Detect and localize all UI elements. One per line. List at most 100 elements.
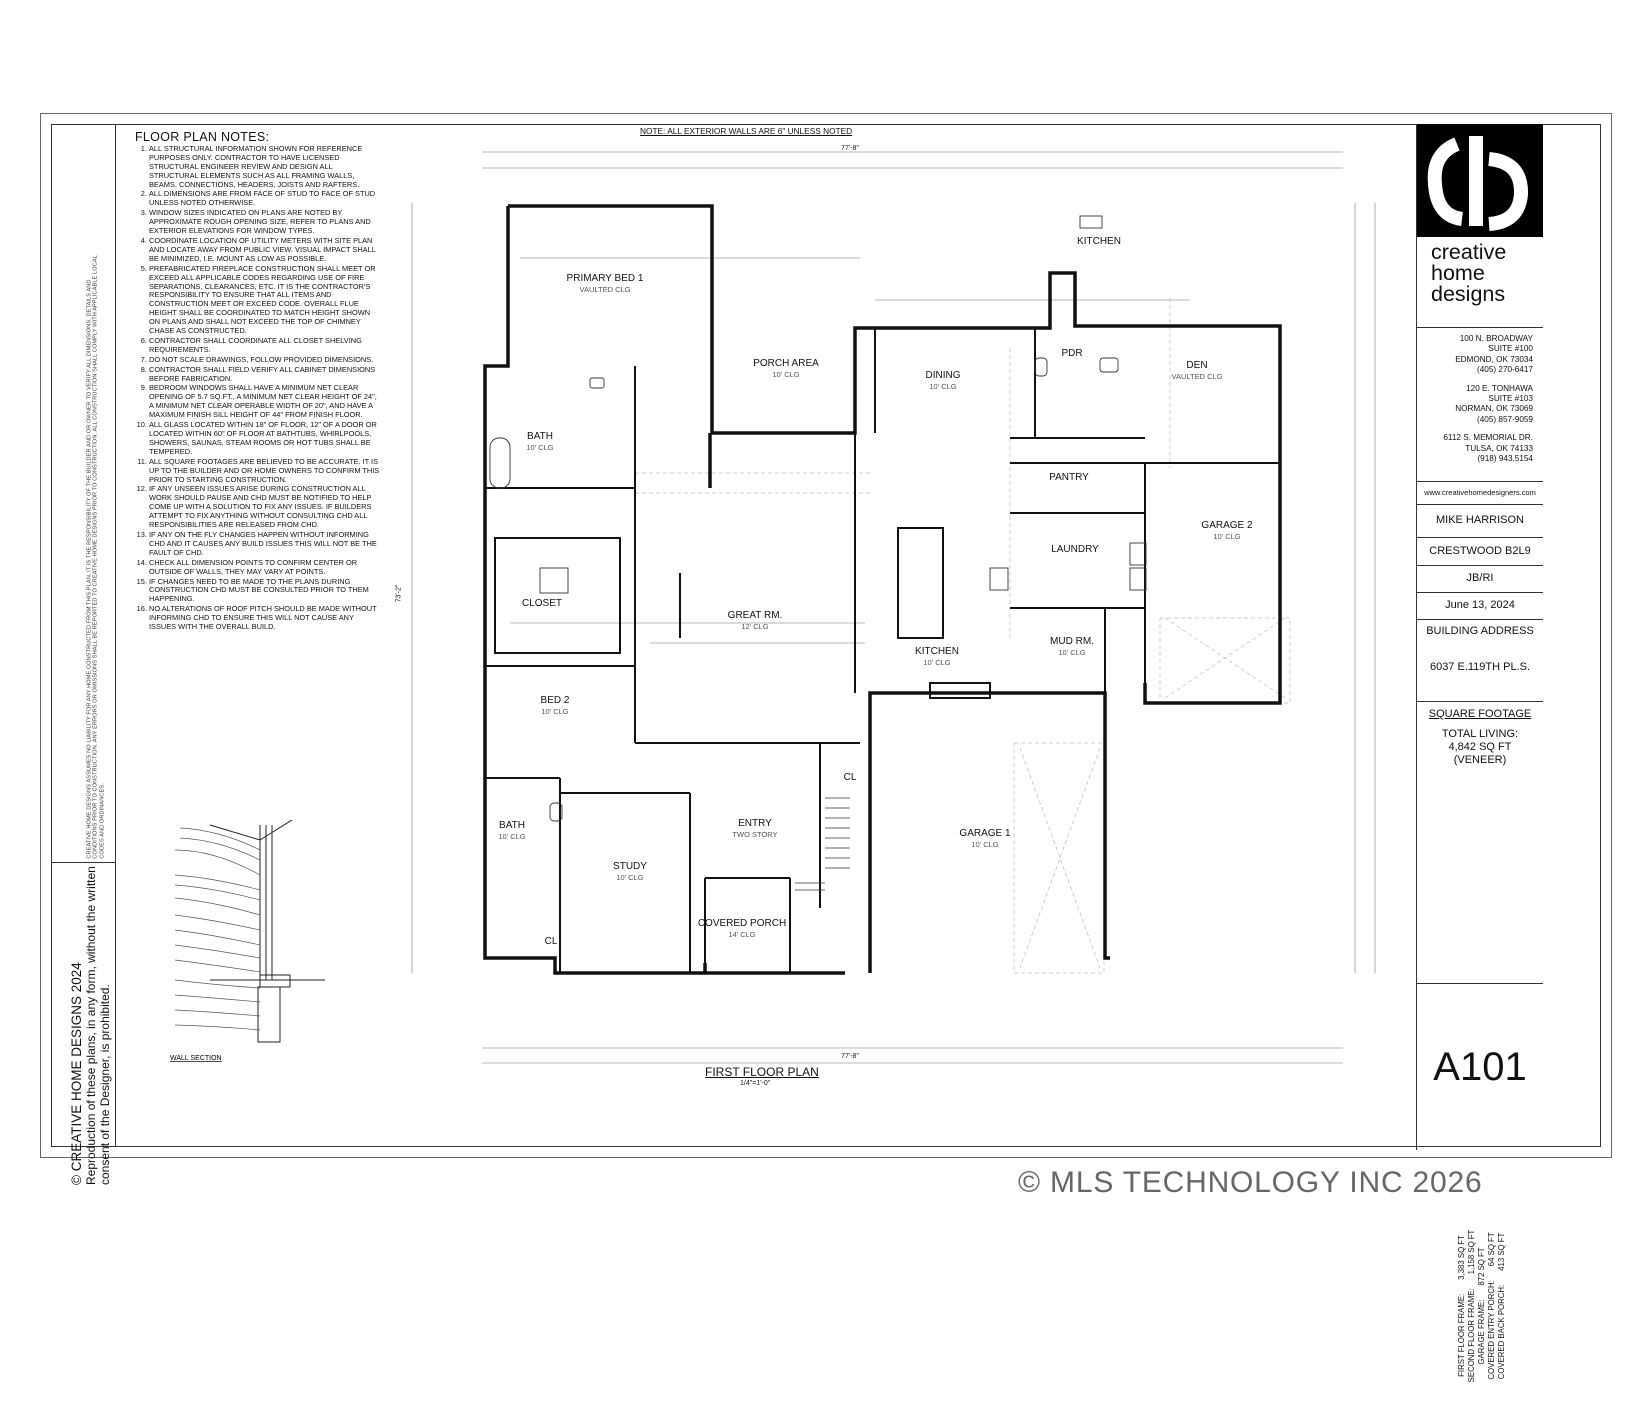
floor-plan-notes: FLOOR PLAN NOTES: All structural informa…	[135, 131, 380, 633]
overall-width-dim-bottom: 77'-8"	[841, 1053, 859, 1060]
company-name-line: creative	[1431, 240, 1507, 264]
ceiling-lines	[635, 298, 1291, 974]
office-address-line: (918) 943.5154	[1477, 454, 1533, 464]
exterior-walls-note: NOTE: ALL EXTERIOR WALLS ARE 6" UNLESS N…	[640, 126, 853, 136]
room-ceiling: TWO STORY	[732, 830, 778, 839]
room-name: BATH	[527, 431, 553, 442]
note-item: Do not scale drawings, follow provided d…	[149, 355, 380, 365]
stairs	[795, 797, 850, 891]
square-footage-cell: SQUARE FOOTAGE TOTAL LIVING: 4,842 SQ FT…	[1417, 701, 1543, 1382]
room-ceiling: 10' CLG	[772, 370, 800, 379]
sqft-label: GARAGE FRAME:	[1477, 1299, 1486, 1365]
sqft-label: COVERED BACK PORCH:	[1497, 1284, 1506, 1380]
room-name: PDR	[1061, 348, 1083, 359]
fixtures	[489, 215, 1147, 822]
room-label: GREAT RM.12' CLG	[728, 610, 783, 632]
overall-width-dim: 77'-8"	[841, 145, 859, 152]
office-address: 6112 S. MEMORIAL DR.TULSA, OK 74133(918)…	[1417, 433, 1533, 464]
room-name: GARAGE 1	[959, 828, 1011, 839]
room-name: DINING	[925, 370, 961, 381]
mls-watermark: © MLS TECHNOLOGY INC 2026	[1018, 1166, 1483, 1199]
room-name: BATH	[499, 820, 525, 831]
reproduction-text: Reproduction of these plans, in any form…	[84, 866, 112, 1185]
room-ceiling: 12' CLG	[741, 622, 769, 631]
building-address: 6037 E.119TH PL.S.	[1429, 661, 1531, 673]
room-ceiling: 10' CLG	[929, 382, 957, 391]
sqft-row: COVERED BACK PORCH:413 SQ FT	[1497, 1206, 1507, 1406]
sqft-label: COVERED ENTRY PORCH:	[1487, 1280, 1496, 1380]
sheet-number-cell: A101	[1417, 983, 1543, 1148]
room-name: CL	[843, 772, 857, 783]
room-ceiling: 10' CLG	[616, 873, 644, 882]
room-ceiling: 10' CLG	[923, 658, 951, 667]
note-item: All glass located within 18" of floor, 1…	[149, 420, 380, 457]
client-name: MIKE HARRISON	[1417, 504, 1543, 538]
note-item: If any on the fly changes happen without…	[149, 530, 380, 558]
office-address-line: EDMOND, OK 73034	[1455, 354, 1533, 364]
room-label: CL	[844, 772, 857, 783]
office-address-line: SUITE #103	[1488, 394, 1533, 404]
note-item: If changes need to be made to the plans …	[149, 577, 380, 605]
room-name: GREAT RM.	[727, 610, 783, 621]
room-name: STUDY	[613, 861, 647, 872]
room-ceiling: 14' CLG	[728, 930, 756, 939]
drawing-sheet: CREATIVE HOME DESIGNS ASSUMES NO LIABILI…	[40, 113, 1612, 1185]
project-name: CRESTWOOD B2L9	[1417, 537, 1543, 566]
note-item: All square footages are believed to be a…	[149, 457, 380, 485]
interior-walls	[485, 328, 1280, 973]
room-name: BED 2	[540, 695, 570, 706]
total-living-label: TOTAL LIVING:	[1441, 728, 1519, 740]
room-ceiling: VAULTED CLG	[1171, 372, 1223, 381]
drawn-by: JB/RI	[1417, 565, 1543, 593]
chd-logo-graphic	[1427, 136, 1528, 231]
room-ceiling: 10' CLG	[1213, 532, 1241, 541]
side-copyright: © CREATIVE HOME DESIGNS 2024 Reproductio…	[69, 865, 112, 1185]
sheet-border	[51, 124, 1601, 1147]
sqft-row: GARAGE FRAME:872 SQ FT	[1477, 1206, 1487, 1406]
sheet-number: A101	[1433, 1045, 1527, 1089]
note-item: Prefabricated fireplace construction sha…	[149, 264, 380, 336]
room-name: CL	[544, 936, 558, 947]
sqft-row: COVERED ENTRY PORCH:64 SQ FT	[1487, 1206, 1497, 1406]
office-address-line: (405) 270-6417	[1477, 365, 1533, 375]
floor-plan-drawing	[411, 151, 1376, 1064]
wall-section-label: WALL SECTION	[170, 1055, 222, 1062]
room-label: PANTRY	[1049, 472, 1089, 483]
office-address-line: (405) 857-9059	[1477, 414, 1533, 424]
sqft-label: SECOND FLOOR FRAME:	[1467, 1288, 1476, 1383]
sqft-value: 1,158 SQ FT	[1467, 1229, 1476, 1275]
room-ceiling: 10' CLG	[541, 707, 569, 716]
company-name-line: home	[1431, 261, 1485, 285]
chd-logo-icon	[1417, 124, 1543, 237]
copyright-text: © CREATIVE HOME DESIGNS 2024	[69, 962, 84, 1185]
sqft-label: FIRST FLOOR FRAME:	[1457, 1293, 1466, 1377]
room-name: KITCHEN	[1077, 236, 1121, 247]
side-strip: CREATIVE HOME DESIGNS ASSUMES NO LIABILI…	[51, 124, 116, 1185]
notes-list: All structural information shown for ref…	[135, 144, 380, 632]
room-name: CLOSET	[521, 598, 563, 609]
office-address-line: SUITE #100	[1488, 344, 1533, 354]
side-divider	[51, 862, 115, 863]
room-name: KITCHEN	[915, 646, 959, 657]
total-living-note: (VENEER)	[1453, 754, 1507, 766]
room-label: CLOSET	[522, 598, 562, 609]
square-footage-label: SQUARE FOOTAGE	[1428, 708, 1532, 720]
room-label: PDR	[1061, 348, 1082, 359]
sqft-row: SECOND FLOOR FRAME: 1,158 SQ FT	[1467, 1206, 1477, 1406]
plan-title: FIRST FLOOR PLAN	[705, 1065, 819, 1079]
